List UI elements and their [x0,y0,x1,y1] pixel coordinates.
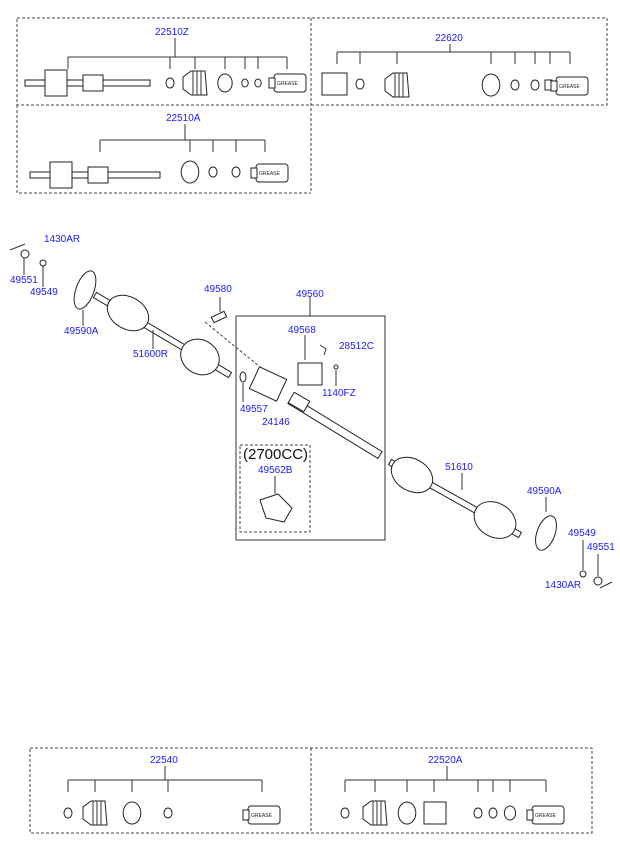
shaft-joint-inner [87,166,109,184]
inner-joint-51610 [390,456,434,494]
grease-tube-22520A: GREASE [526,805,565,825]
part-label-51600R[interactable]: 51600R [133,349,169,360]
outer-joint-51600R [106,294,150,332]
part-label-49549-left[interactable]: 49549 [30,287,58,298]
shaft-joint [44,69,68,97]
outer-cup-22620 [321,72,348,96]
grease-tube-22510A: GREASE [250,163,289,183]
clip-28512C [319,344,327,356]
boot-body [82,800,108,826]
cotter-pin-1430AR-right [599,581,613,589]
circlip [122,801,142,825]
ring [241,78,249,88]
shaft-joint [49,161,73,189]
ring [231,166,241,178]
circlip [180,160,200,184]
clamp-ring [355,78,365,90]
kit-label-22540[interactable]: 22540 [150,755,178,766]
boot-22540 [82,800,108,826]
clamp-ring [63,807,73,819]
outer-cup-22520A [423,801,447,825]
clamp-ring [165,77,175,89]
bearing-housing-49562B [259,493,293,523]
boot-body [182,70,208,96]
circlip [217,73,233,93]
nut-49551-right [593,576,603,586]
tone-ring-49590A-right [535,515,557,551]
boot-body [362,800,388,826]
kit-box-top [16,17,608,106]
part-label-1430AR-right[interactable]: 1430AR [545,580,582,591]
part-label-49549-right[interactable]: 49549 [568,528,596,539]
ring [503,805,517,821]
axle-shaft-22510A [29,161,161,189]
bolt-49580 [210,310,228,324]
grease-label: GREASE [277,81,299,87]
grease-tube-cap [250,167,258,179]
part-label-49568[interactable]: 49568 [288,325,316,336]
tone-ring-49590A-left [73,270,97,310]
ring [530,79,540,91]
grease-tube-cap [242,809,250,821]
boot-22620 [384,72,410,98]
option-box-2700cc [239,444,311,533]
part-label-49551-left[interactable]: 49551 [10,275,38,286]
clamp-ring [340,807,350,819]
grease-label: GREASE [259,171,281,177]
part-label-24146[interactable]: 24146 [262,417,290,428]
grease-tube-22620: GREASE [550,76,589,96]
ring [208,166,218,178]
part-label-1140FZ[interactable]: 1140FZ [322,388,356,399]
part-label-49560[interactable]: 49560 [296,289,324,300]
bearing-bracket-49568 [297,362,323,386]
ring [163,807,173,819]
cotter-pin-1430AR-left [9,243,26,251]
grease-label: GREASE [559,84,581,90]
axle-shaft-22510Z [24,69,151,97]
alignment-line [204,321,271,376]
grease-tube-cap [526,809,534,821]
grease-tube-22540: GREASE [242,805,281,825]
ring [510,79,520,91]
shaft-joint-inner [82,74,104,92]
washer-49549-left [39,259,47,267]
inner-joint-51600R [180,338,220,376]
circlip [397,801,417,825]
part-label-49551-right[interactable]: 49551 [587,542,615,553]
grease-label: GREASE [251,813,273,819]
part-label-51610[interactable]: 51610 [445,462,473,473]
kit-label-22510Z[interactable]: 22510Z [155,27,189,38]
part-label-1430AR-left[interactable]: 1430AR [44,234,81,245]
grease-label: GREASE [535,813,557,819]
boot-22510Z [182,70,208,96]
kit-label-22520A[interactable]: 22520A [428,755,463,766]
kit-label-22510A[interactable]: 22510A [166,113,201,124]
ring [488,807,498,819]
engine-note-2700cc: (2700CC) [243,446,309,463]
shaft-collar [287,391,311,413]
part-label-49590A-left[interactable]: 49590A [64,326,99,337]
snap-ring-49557 [239,371,247,383]
washer-49549-right [579,570,587,578]
nut-49551-left [20,249,30,259]
circlip [481,73,501,97]
grease-tube-cap [268,77,276,89]
kit-box-22510A [16,105,311,194]
part-label-49590A-right[interactable]: 49590A [527,486,562,497]
outer-joint-51610 [473,501,517,539]
ring [254,78,262,88]
bearing-housing [248,366,288,402]
part-label-49557[interactable]: 49557 [240,404,268,415]
ring [473,807,483,819]
part-label-49580[interactable]: 49580 [204,284,232,295]
boot-22520A [362,800,388,826]
part-label-49562B[interactable]: 49562B [258,465,293,476]
grease-tube-22510Z: GREASE [268,73,307,93]
boot-body [384,72,410,98]
bolt-1140FZ [333,364,339,370]
kit-label-22620[interactable]: 22620 [435,33,463,44]
part-label-28512C[interactable]: 28512C [339,341,375,352]
grease-tube-cap [550,80,558,92]
